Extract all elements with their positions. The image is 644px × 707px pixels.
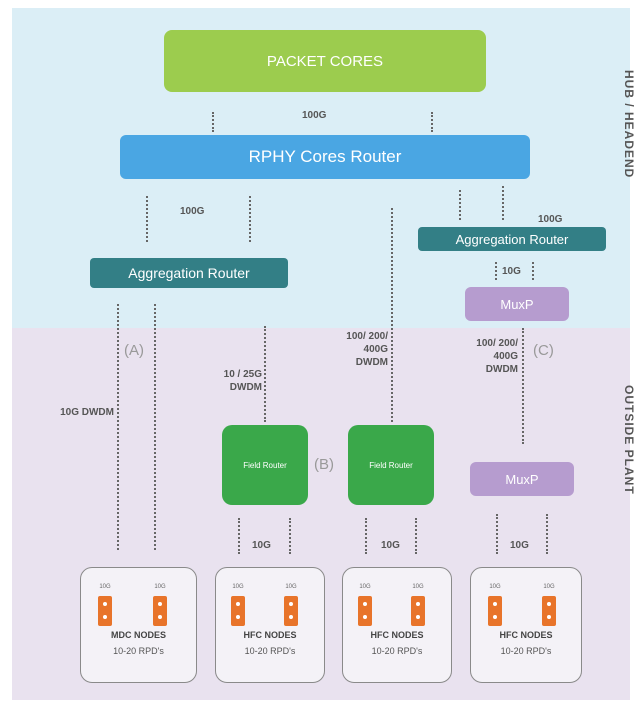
node-group-rpd-count: 10-20 RPD's bbox=[244, 646, 296, 656]
connector-line bbox=[146, 196, 148, 242]
link-label-muxp: 10G bbox=[510, 540, 529, 551]
connector-line bbox=[546, 514, 548, 554]
link-label-c-dwdm: 100/ 200/ 400G DWDM bbox=[476, 338, 518, 375]
connector-line bbox=[495, 262, 497, 280]
node-group-rpd-count: 10-20 RPD's bbox=[371, 646, 423, 656]
muxp-bottom-box: MuxP bbox=[470, 462, 574, 496]
muxp-top-box: MuxP bbox=[465, 287, 569, 321]
rphy-cores-router-box: RPHY Cores Router bbox=[120, 135, 530, 179]
connector-line bbox=[249, 196, 251, 242]
node-group-hfc-3: 10G 10G HFC NODES 10-20 RPD's bbox=[470, 567, 582, 683]
aggregation-router-right-box: Aggregation Router bbox=[418, 227, 606, 251]
path-tag-c: (C) bbox=[533, 342, 554, 359]
connector-line bbox=[502, 186, 504, 220]
link-label-core: 100G bbox=[302, 110, 327, 121]
node-group-rpd-count: 10-20 RPD's bbox=[113, 646, 164, 656]
rpd-speed-label: 10G bbox=[285, 584, 297, 590]
packet-cores-box: PACKET CORES bbox=[164, 30, 486, 92]
node-group-rpd-count: 10-20 RPD's bbox=[500, 646, 552, 656]
rpd-device-icon bbox=[542, 596, 556, 626]
connector-line bbox=[431, 112, 433, 132]
path-tag-b: (B) bbox=[314, 456, 334, 473]
field-router-1-box: Field Router bbox=[222, 425, 308, 505]
outside-plant-label: OUTSIDE PLANT bbox=[622, 385, 636, 495]
hub-headend-label: HUB / HEADEND bbox=[622, 70, 636, 179]
node-group-name: HFC NODES bbox=[499, 630, 553, 640]
field-router-2-box: Field Router bbox=[348, 425, 434, 505]
connector-line bbox=[532, 262, 534, 280]
node-group-hfc-1: 10G 10G HFC NODES 10-20 RPD's bbox=[215, 567, 325, 683]
connector-line bbox=[391, 208, 393, 422]
connector-line bbox=[365, 518, 367, 554]
connector-line bbox=[415, 518, 417, 554]
path-tag-a: (A) bbox=[124, 342, 144, 359]
rpd-device-icon bbox=[231, 596, 245, 626]
link-label-agg-muxp: 10G bbox=[502, 266, 521, 277]
link-label-agg-left: 100G bbox=[180, 206, 205, 217]
rpd-speed-label: 10G bbox=[543, 584, 555, 590]
connector-line bbox=[212, 112, 214, 132]
connector-line bbox=[496, 514, 498, 554]
connector-line bbox=[289, 518, 291, 554]
rpd-device-icon bbox=[358, 596, 372, 626]
link-label-a-dwdm: 10G DWDM bbox=[60, 407, 114, 418]
connector-line bbox=[117, 304, 119, 550]
link-label-agg-right: 100G bbox=[538, 214, 563, 225]
rpd-speed-label: 10G bbox=[154, 584, 166, 590]
link-label-b2-dwdm: 100/ 200/ 400G DWDM bbox=[346, 331, 388, 368]
link-label-fr1: 10G bbox=[252, 540, 271, 551]
link-label-b1-dwdm: 10 / 25G DWDM bbox=[223, 369, 262, 393]
rpd-device-icon bbox=[284, 596, 298, 626]
node-group-name: HFC NODES bbox=[243, 630, 297, 640]
rpd-device-icon bbox=[488, 596, 502, 626]
node-group-name: MDC NODES bbox=[110, 630, 166, 640]
rpd-speed-label: 10G bbox=[232, 584, 244, 590]
connector-line bbox=[522, 328, 524, 444]
rpd-speed-label: 10G bbox=[489, 584, 501, 590]
rpd-device-icon bbox=[411, 596, 425, 626]
aggregation-router-left-box: Aggregation Router bbox=[90, 258, 288, 288]
connector-line bbox=[238, 518, 240, 554]
rpd-device-icon bbox=[98, 596, 112, 626]
rpd-speed-label: 10G bbox=[99, 584, 111, 590]
rpd-speed-label: 10G bbox=[359, 584, 371, 590]
connector-line bbox=[264, 326, 266, 422]
node-group-hfc-2: 10G 10G HFC NODES 10-20 RPD's bbox=[342, 567, 452, 683]
rpd-device-icon bbox=[153, 596, 167, 626]
connector-line bbox=[154, 304, 156, 550]
node-group-name: HFC NODES bbox=[370, 630, 424, 640]
connector-line bbox=[459, 190, 461, 220]
link-label-fr2: 10G bbox=[381, 540, 400, 551]
node-group-mdc: 10G 10G MDC NODES 10-20 RPD's bbox=[80, 567, 197, 683]
rpd-speed-label: 10G bbox=[412, 584, 424, 590]
